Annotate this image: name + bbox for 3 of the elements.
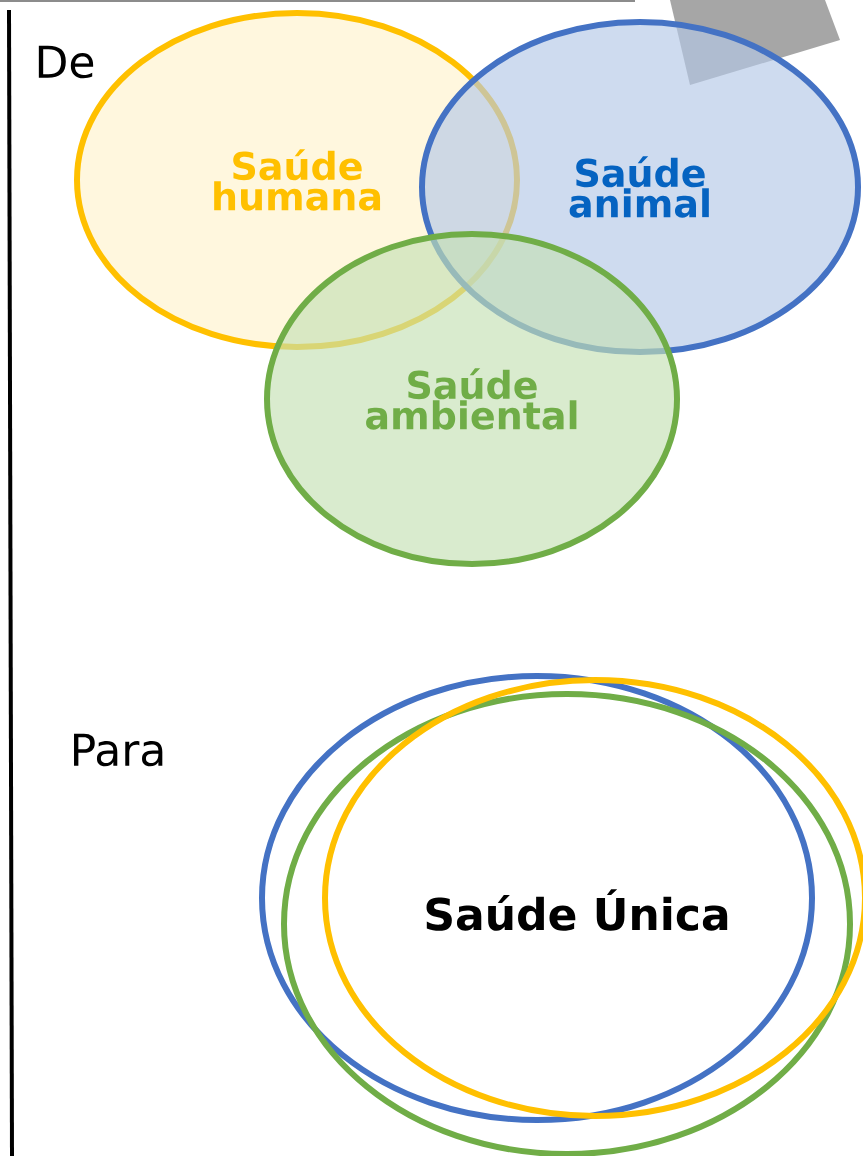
- outline-ellipse: [259, 673, 815, 1123]
- word-label: Para: [74, 733, 163, 767]
- center-label: Saúde Única: [426, 889, 728, 931]
